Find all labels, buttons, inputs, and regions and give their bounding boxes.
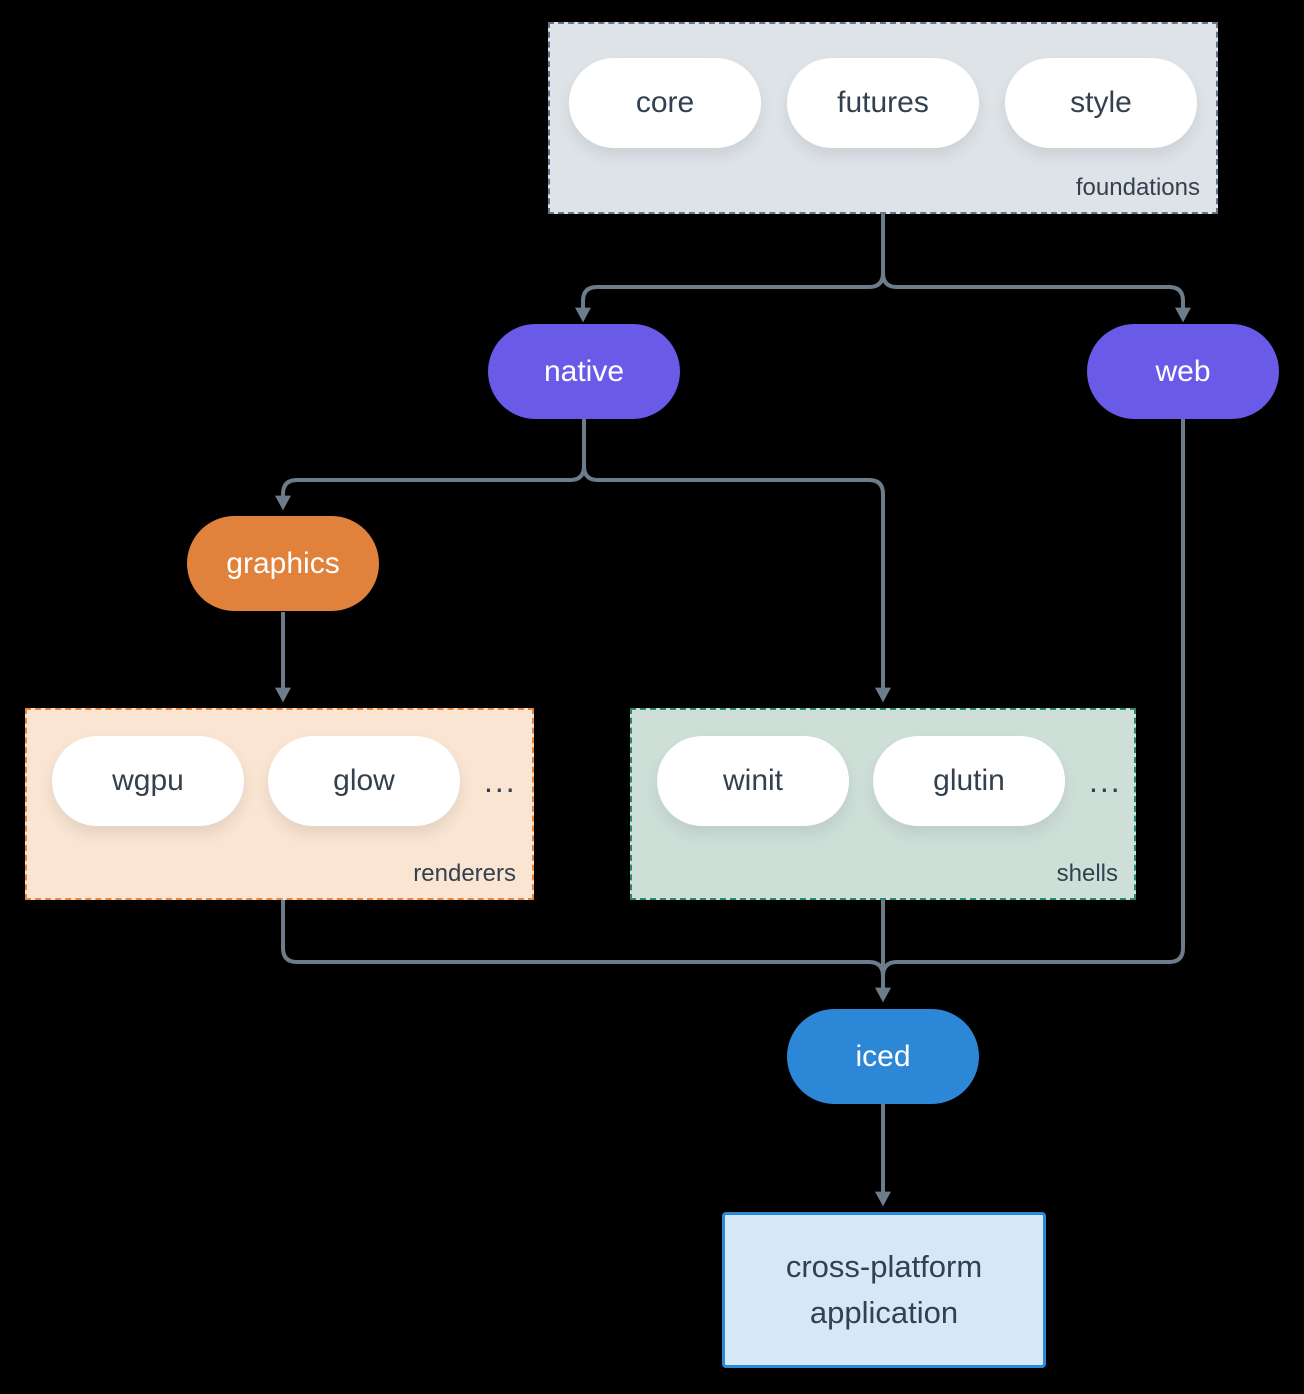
application-box: cross-platform application	[722, 1212, 1046, 1368]
foundations-pill-row: core futures style	[550, 58, 1216, 148]
node-core: core	[569, 58, 761, 148]
shells-ellipsis-label: ...	[1089, 762, 1122, 799]
shells-group-label: shells	[1056, 860, 1118, 887]
arrow-native-to-graphics	[275, 465, 586, 511]
renderers-pill-row: wgpu glow ...	[52, 736, 532, 826]
renderers-ellipsis-label: ...	[484, 762, 517, 799]
node-style: style	[1005, 58, 1197, 148]
node-wgpu: wgpu	[52, 736, 244, 826]
foundations-group-label: foundations	[1075, 174, 1200, 201]
node-graphics: graphics	[187, 516, 379, 611]
arrow-foundations-to-native	[575, 272, 885, 323]
application-label-line2: application	[809, 1295, 959, 1330]
node-futures: futures	[787, 58, 979, 148]
foundations-group-box: core futures style foundations	[548, 22, 1218, 214]
node-winit: winit	[657, 736, 849, 826]
renderers-group-label: renderers	[413, 860, 516, 887]
renderers-group-box: wgpu glow ... renderers	[25, 708, 534, 900]
node-web: web	[1087, 324, 1279, 419]
arrow-foundations-to-web	[881, 272, 1191, 323]
arrow-native-to-shells	[582, 465, 891, 703]
shells-pill-row: winit glutin ...	[657, 736, 1134, 826]
node-glow: glow	[268, 736, 460, 826]
application-label-line1: cross-platform	[785, 1249, 983, 1284]
node-glutin: glutin	[873, 736, 1065, 826]
shells-group-box: winit glutin ... shells	[630, 708, 1136, 900]
node-iced: iced	[787, 1009, 979, 1104]
node-native: native	[488, 324, 680, 419]
line-renderers-to-merge	[281, 900, 885, 977]
